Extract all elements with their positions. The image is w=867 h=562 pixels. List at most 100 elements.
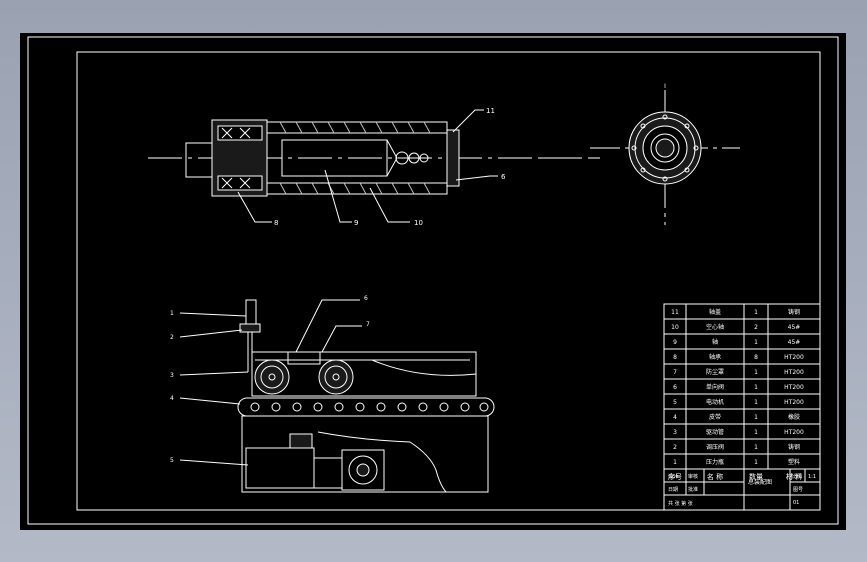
parts-row-qty: 8 — [754, 354, 758, 361]
balloon-top-8: 8 — [274, 219, 278, 227]
bearing-upper-x — [221, 127, 251, 139]
parts-row-qty: 1 — [754, 429, 758, 436]
pressure-valve — [239, 323, 261, 333]
tb-date: 日期 — [668, 487, 678, 493]
leader-b5 — [179, 459, 249, 466]
leader-9 — [324, 169, 352, 223]
outer-border — [27, 36, 839, 525]
balloon-top-11: 11 — [486, 107, 495, 115]
balloon-top-9: 9 — [354, 219, 358, 227]
title-block-frame — [663, 468, 821, 511]
parts-row-qty: 1 — [754, 414, 758, 421]
parts-row-qty: 1 — [754, 309, 758, 316]
parts-row-name: 调压阀 — [706, 443, 724, 451]
parts-row-qty: 2 — [754, 324, 758, 331]
leader-b4 — [179, 397, 241, 405]
parts-row-name: 防尘罩 — [706, 368, 724, 376]
bearing-upper — [217, 125, 263, 141]
roller-left — [254, 359, 290, 395]
shaft-section-view — [148, 109, 600, 223]
parts-row-name: 皮带 — [709, 413, 721, 421]
parts-row-material: HT200 — [784, 399, 804, 406]
parts-header-row-name: 名 称 — [707, 472, 723, 481]
parts-row-material: 橡胶 — [788, 413, 800, 421]
tb-review: 审核 — [688, 473, 698, 480]
parts-row-no: 5 — [673, 399, 677, 406]
tb-drawing-title: 总装配图 — [748, 478, 772, 486]
parts-row-no: 4 — [673, 414, 677, 421]
parts-row-qty: 1 — [754, 384, 758, 391]
upper-housing-detail — [255, 359, 477, 376]
parts-row-name: 电动机 — [706, 398, 724, 406]
parts-row-qty: 1 — [754, 444, 758, 451]
roller-right — [318, 359, 354, 395]
motor-flange — [341, 449, 385, 491]
inner-border — [76, 51, 821, 511]
motor-rotor — [348, 455, 378, 485]
bearing-lower-x — [221, 177, 251, 189]
leader-8 — [237, 191, 272, 223]
assembly-view — [179, 299, 495, 493]
parts-row-name: 压力瓶 — [706, 458, 724, 466]
parts-row-name: 单向阀 — [706, 383, 724, 391]
parts-row-no: 10 — [671, 324, 679, 331]
tb-dwg-no-value: 01 — [793, 500, 799, 506]
parts-row-qty: 1 — [754, 459, 758, 466]
leader-b2 — [179, 329, 243, 338]
end-view — [590, 90, 740, 225]
balloon-bottom-7: 7 — [366, 321, 370, 328]
hatch-bottom — [279, 182, 431, 195]
spring-coil — [408, 152, 420, 164]
parts-row-name: 空心轴 — [706, 323, 724, 331]
balloon-bottom-5: 5 — [170, 457, 174, 464]
parts-row-name: 驱动管 — [706, 428, 724, 436]
parts-row-material: 铸钢 — [788, 443, 800, 451]
break-line — [317, 431, 447, 493]
end-view-bolt-holes — [631, 114, 699, 182]
balloon-bottom-2: 2 — [170, 334, 174, 341]
end-view-bore — [655, 138, 675, 158]
leader-10 — [369, 187, 410, 223]
parts-row-material: 铸钢 — [788, 308, 800, 316]
balloon-bottom-6: 6 — [364, 295, 368, 302]
motor-rotor-inner — [356, 463, 370, 477]
parts-row-no: 1 — [673, 459, 677, 466]
tb-approve: 批准 — [688, 486, 698, 493]
balloon-top-10: 10 — [414, 219, 423, 227]
parts-row-no: 7 — [673, 369, 677, 376]
shaft-cone — [386, 139, 398, 177]
title-block — [663, 468, 821, 511]
parts-row-material: 45# — [788, 339, 801, 346]
parts-row-name: 轴承 — [709, 353, 721, 361]
lower-base — [241, 415, 489, 493]
parts-row-no: 9 — [673, 339, 677, 346]
hatch-top — [279, 121, 431, 134]
parts-header-row-qty: 数量 — [749, 472, 763, 481]
parts-row-name: 轴盖 — [709, 308, 721, 316]
parts-row-qty: 1 — [754, 339, 758, 346]
balloon-bottom-1: 1 — [170, 310, 174, 317]
parts-row-material: HT200 — [784, 384, 804, 391]
tb-scale-label: 比例 — [792, 473, 802, 480]
parts-row-material: HT200 — [784, 354, 804, 361]
parts-header-row-no: 序号 — [668, 472, 682, 481]
drawing-sheet — [20, 33, 846, 530]
spring-coil — [395, 151, 409, 165]
balloon-bottom-4: 4 — [170, 395, 174, 402]
leader-b7 — [321, 325, 362, 353]
end-view-ring-2 — [634, 117, 696, 179]
parts-row-no: 6 — [673, 384, 677, 391]
leader-11 — [452, 109, 484, 133]
roller-frame — [287, 351, 321, 365]
parts-header-row-material: 材 料 — [786, 472, 802, 481]
balloon-top-6: 6 — [501, 173, 506, 181]
leader-b1 — [179, 312, 247, 317]
parts-row-material: HT200 — [784, 429, 804, 436]
end-view-ring-4 — [650, 133, 680, 163]
parts-row-material: HT200 — [784, 369, 804, 376]
parts-row-no: 3 — [673, 429, 677, 436]
tb-dwg-no-label: 图号 — [793, 487, 803, 493]
balloon-bottom-3: 3 — [170, 372, 174, 379]
motor-cap — [289, 433, 313, 449]
